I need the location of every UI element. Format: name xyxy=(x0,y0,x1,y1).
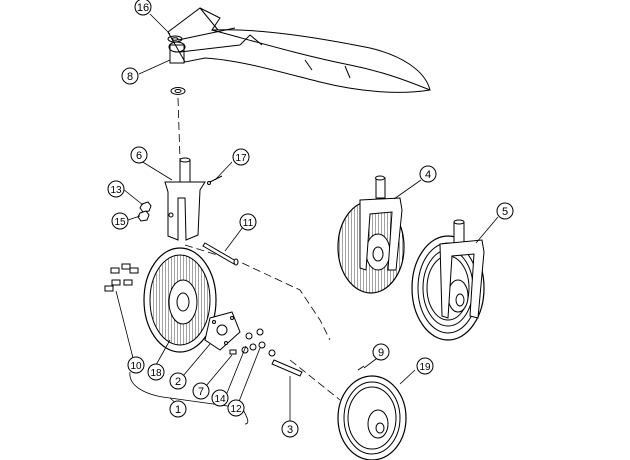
callout-17: 17 xyxy=(232,148,250,166)
washer-top xyxy=(167,35,183,43)
assembly-center-lines xyxy=(177,97,341,401)
callout-label: 7 xyxy=(198,386,204,398)
callout-6: 6 xyxy=(130,146,148,164)
callout-label: 4 xyxy=(425,169,431,181)
callout-8: 8 xyxy=(121,67,139,85)
callout-label: 10 xyxy=(130,361,142,372)
callout-11: 11 xyxy=(239,213,257,231)
callout-19: 19 xyxy=(416,357,434,375)
caster-wheel-4 xyxy=(337,175,405,294)
wheel-19 xyxy=(337,375,407,460)
callout-label: 1 xyxy=(175,404,181,416)
small-pin xyxy=(357,365,365,371)
callout-2: 2 xyxy=(169,372,187,390)
callout-label: 15 xyxy=(114,217,126,228)
callout-label: 11 xyxy=(243,218,254,229)
callout-1: 1 xyxy=(169,400,187,418)
callout-13: 13 xyxy=(107,180,125,198)
caster-wheel-5 xyxy=(411,219,485,341)
callout-10: 10 xyxy=(127,356,145,374)
callout-label: 18 xyxy=(150,368,162,379)
hub-plate xyxy=(204,311,241,351)
callout-label: 8 xyxy=(127,71,133,83)
leader-lines xyxy=(115,13,499,425)
callout-label: 3 xyxy=(287,424,293,436)
callout-9: 9 xyxy=(372,343,390,361)
callout-label: 19 xyxy=(419,362,431,373)
callout-18: 18 xyxy=(147,363,165,381)
fork-bolts xyxy=(137,201,152,222)
caster-fork xyxy=(164,157,206,241)
callout-label: 2 xyxy=(175,376,181,388)
callout-15: 15 xyxy=(111,212,129,230)
callout-label: 13 xyxy=(110,185,122,196)
large-tire-18 xyxy=(143,247,217,353)
callout-16: 16 xyxy=(134,0,152,16)
callout-label: 6 xyxy=(136,150,142,162)
cotter-pin xyxy=(207,175,223,185)
callout-label: 12 xyxy=(230,404,242,415)
callout-label: 14 xyxy=(214,394,226,405)
callout-5: 5 xyxy=(496,202,514,220)
washer-middle xyxy=(170,87,186,95)
callout-14: 14 xyxy=(211,389,229,407)
callout-12: 12 xyxy=(227,399,245,417)
callout-7: 7 xyxy=(192,382,210,400)
callout-label: 5 xyxy=(502,206,508,218)
callout-label: 17 xyxy=(235,153,247,164)
axle-bolt xyxy=(202,242,239,266)
lug-bolts xyxy=(104,263,139,292)
callout-3: 3 xyxy=(281,420,299,438)
hub-hardware xyxy=(229,328,303,377)
callout-label: 9 xyxy=(378,347,384,359)
callout-label: 16 xyxy=(137,2,149,14)
callout-4: 4 xyxy=(419,165,437,183)
mower-deck xyxy=(167,7,431,93)
